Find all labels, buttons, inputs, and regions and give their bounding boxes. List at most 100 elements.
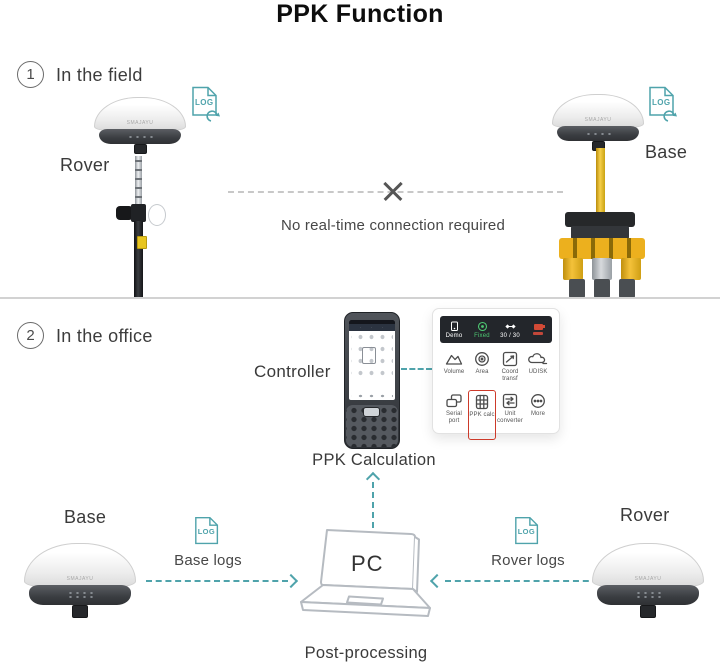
rover-logs-label: Rover logs xyxy=(491,552,565,569)
pc-to-ppk-arrow xyxy=(372,482,374,528)
tool-udisk: UDISK xyxy=(524,348,552,390)
office-rover-receiver-figure: SMAJAYU xyxy=(592,543,704,618)
rover-logs-arrow xyxy=(445,580,638,582)
pole-ring xyxy=(148,204,166,226)
rover-receiver-figure: SMAJAYU xyxy=(94,97,186,154)
log-icon-label: LOG xyxy=(652,98,671,107)
tool-ppk-calc: PPK calc xyxy=(468,390,496,440)
receiver-leds xyxy=(584,131,612,136)
log-file-icon: LOG xyxy=(647,86,679,126)
log-file-icon: LOG xyxy=(193,516,223,554)
no-connection-x-icon xyxy=(381,179,405,203)
controller-nav-key xyxy=(363,407,380,417)
base-pole xyxy=(596,148,605,216)
step-2-badge: 2 xyxy=(17,322,44,349)
more-icon xyxy=(531,394,545,408)
post-processing-label: Post-processing xyxy=(304,644,428,662)
tool-label: Unit converter xyxy=(497,411,523,424)
base-logs-arrow xyxy=(146,580,288,582)
status-satellites-label: 30 / 30 xyxy=(500,332,520,339)
brand-text: SMAJAYU xyxy=(634,576,662,582)
tool-more: More xyxy=(524,390,552,440)
tripod-head xyxy=(565,212,635,227)
tool-label: PPK calc xyxy=(469,412,495,418)
receiver-mount xyxy=(72,605,88,618)
pc-label: PC xyxy=(351,551,384,576)
controller-popup-connector xyxy=(401,368,432,370)
step-2-number: 2 xyxy=(26,327,35,344)
status-satellites: 30 / 30 xyxy=(496,316,524,343)
tool-label: More xyxy=(530,411,546,417)
step-2-label: In the office xyxy=(56,326,153,346)
status-fixed: Fixed xyxy=(468,316,496,343)
volume-icon xyxy=(445,354,463,365)
step-1-number: 1 xyxy=(26,66,35,83)
tripod-tribrach xyxy=(571,226,629,239)
controller-label: Controller xyxy=(254,362,331,381)
popup-tool-grid: Volume Area Coord transf UDISK xyxy=(440,348,552,440)
serial-port-icon xyxy=(446,394,462,408)
popup-status-bar: Demo Fixed 30 / 30 xyxy=(440,316,552,343)
receiver-dome: SMAJAYU xyxy=(24,543,136,587)
tripod-feet xyxy=(569,279,635,298)
controller-dock xyxy=(351,390,393,398)
receiver-dome: SMAJAYU xyxy=(592,543,704,587)
tool-unit-converter: Unit converter xyxy=(496,390,524,440)
status-battery xyxy=(524,316,552,343)
ppk-calc-icon xyxy=(475,394,489,410)
coord-transf-icon xyxy=(502,351,518,367)
office-rover-label: Rover xyxy=(620,505,670,525)
device-icon xyxy=(450,321,458,331)
no-connection-note: No real-time connection required xyxy=(280,217,506,234)
controller-screen-popup: Demo Fixed 30 / 30 xyxy=(432,308,560,440)
battery-icon xyxy=(533,323,545,330)
controller-keypad xyxy=(346,405,398,447)
tool-coord-transf: Coord transf xyxy=(496,348,524,390)
receiver-mount xyxy=(133,144,147,154)
tool-label: Volume xyxy=(443,369,465,375)
receiver-dome: SMAJAYU xyxy=(552,94,644,128)
tool-label: Area xyxy=(475,369,489,375)
base-receiver-figure: SMAJAYU xyxy=(552,94,644,151)
section-divider xyxy=(0,297,720,299)
office-base-label: Base xyxy=(64,507,107,527)
status-fixed-label: Fixed xyxy=(474,332,490,339)
fix-status-icon xyxy=(477,321,487,331)
log-icon-label: LOG xyxy=(518,527,535,536)
receiver-leds xyxy=(66,591,94,599)
controller-statusbar xyxy=(349,320,395,324)
log-icon-label: LOG xyxy=(198,527,215,536)
field-rover-label: Rover xyxy=(60,155,110,175)
page-title: PPK Function xyxy=(276,0,444,28)
log-file-icon: LOG xyxy=(513,516,543,554)
tripod-body xyxy=(559,238,645,259)
step-1-badge: 1 xyxy=(17,61,44,88)
tool-label: Serial port xyxy=(446,411,462,424)
controller-selected-app xyxy=(362,347,376,364)
ppk-calculation-label: PPK Calculation xyxy=(312,451,436,469)
tripod-legs xyxy=(563,258,641,280)
receiver-band xyxy=(557,126,639,141)
receiver-band xyxy=(597,585,699,605)
step-1-label: In the field xyxy=(56,65,143,85)
tool-label: UDISK xyxy=(528,369,548,375)
brand-text: SMAJAYU xyxy=(66,576,94,582)
pole-clamp-knob xyxy=(116,206,133,220)
pole-warning-sticker xyxy=(137,236,147,249)
receiver-leds xyxy=(126,134,154,139)
rover-pole-lower xyxy=(134,221,143,298)
rover-pole-upper xyxy=(135,156,142,232)
brand-text: SMAJAYU xyxy=(126,120,154,126)
tool-area: Area xyxy=(468,348,496,390)
udisk-icon xyxy=(528,353,548,365)
field-base-label: Base xyxy=(645,142,688,162)
receiver-leds xyxy=(634,591,662,599)
pole-clamp xyxy=(131,204,146,222)
base-logs-label: Base logs xyxy=(174,552,242,569)
controller-device-figure xyxy=(344,312,400,449)
tool-volume: Volume xyxy=(440,348,468,390)
satellite-icon xyxy=(504,323,516,329)
office-base-receiver-figure: SMAJAYU xyxy=(24,543,136,618)
controller-app-grid xyxy=(351,327,393,379)
area-icon xyxy=(475,352,489,366)
